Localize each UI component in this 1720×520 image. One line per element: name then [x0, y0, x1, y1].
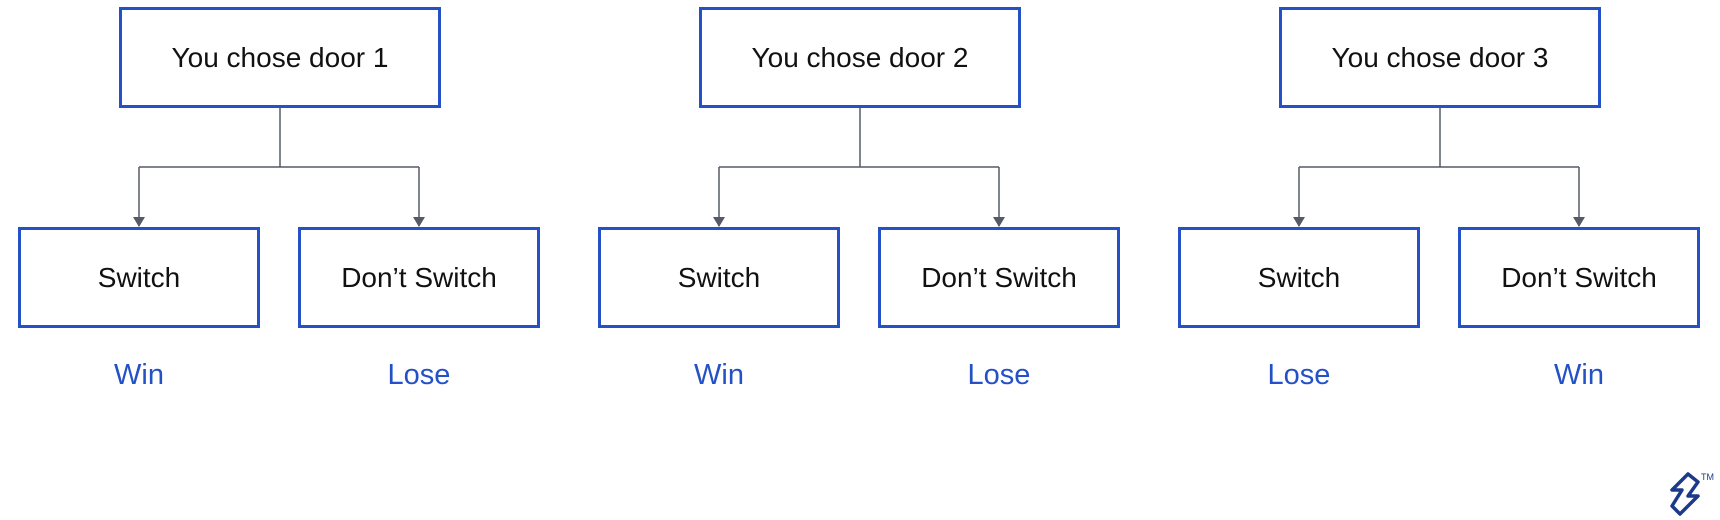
door-2-label: You chose door 2 [751, 41, 969, 73]
door-1-dont-switch-label: Don’t Switch [341, 261, 497, 293]
door-3-switch-box: Switch [1178, 227, 1420, 328]
door-2-dont-switch-label: Don’t Switch [921, 261, 1077, 293]
door-2-dont-switch-box: Don’t Switch [878, 227, 1120, 328]
door-3-switch-outcome: Lose [1267, 359, 1331, 391]
door-2-switch-label: Switch [677, 261, 761, 293]
trademark-mark: TM [1701, 472, 1714, 482]
door-2-switch-box: Switch [598, 227, 840, 328]
door-1-switch-outcome: Win [114, 359, 164, 391]
door-1-switch-label: Switch [97, 261, 181, 293]
door-1-dont-switch-box: Don’t Switch [298, 227, 540, 328]
door-1-dont-switch-outcome: Lose [387, 359, 451, 391]
door-3-switch-label: Switch [1257, 261, 1341, 293]
door-3-box: You chose door 3 [1279, 7, 1601, 108]
logo-icon: TM [1670, 472, 1714, 516]
door-2-box: You chose door 2 [699, 7, 1021, 108]
door-3-dont-switch-outcome: Win [1554, 359, 1604, 391]
door-3-dont-switch-box: Don’t Switch [1458, 227, 1700, 328]
door-1-label: You chose door 1 [171, 41, 389, 73]
door-2-switch-outcome: Win [694, 359, 744, 391]
door-3-label: You chose door 3 [1331, 41, 1549, 73]
door-3-dont-switch-label: Don’t Switch [1501, 261, 1657, 293]
door-1-box: You chose door 1 [119, 7, 441, 108]
door-2-dont-switch-outcome: Lose [967, 359, 1031, 391]
door-1-switch-box: Switch [18, 227, 260, 328]
